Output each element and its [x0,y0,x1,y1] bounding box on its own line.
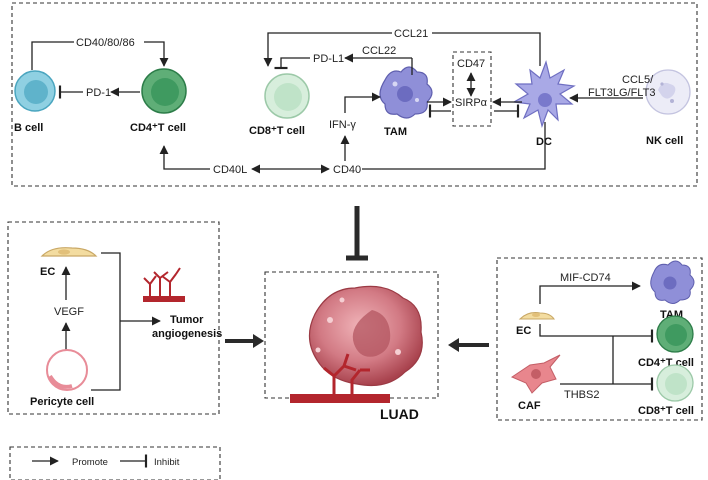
ifng-tam-arrow [344,92,381,113]
left-luad-promote-head [253,334,264,348]
pericyte-icon [46,349,88,391]
tumor-icon [290,285,423,403]
ccl22-label: CCL22 [362,45,396,57]
cd40l-label: CD40L [213,164,247,176]
ifng-label: IFN-γ [329,119,356,131]
cd40-80-86-text: CD40/80/86 [76,37,135,49]
pd1-label: PD-1 [86,87,111,99]
cd8-t-cell-icon [264,73,310,119]
angiogenesis-icon [143,267,185,302]
cd4-t-cell-icon [141,68,187,114]
ec-cd4-inhibit [539,324,654,343]
tumor-label: Tumor [170,314,204,326]
caf-label: CAF [518,400,541,412]
thbs2-label: THBS2 [564,389,599,401]
luad-label: LUAD [380,406,419,422]
pdl1-label: PD-L1 [313,53,344,65]
dc-icon [512,59,576,129]
right-cd8-icon [656,364,694,402]
right-ec-label: EC [516,325,531,337]
cd40-label: CD40 [333,164,361,176]
ccl21-bg [392,26,432,39]
cd40l-cd4-arrow [159,145,210,170]
cd4-t-cell-label: CD4⁺T cell [130,122,186,134]
mif-cd74-arrow [539,281,641,304]
right-luad-promote-head [448,338,459,352]
ccl5-label-2: FLT3LG/FLT3 [588,87,655,99]
nk-cell-icon [645,69,691,115]
dc-label: DC [536,136,552,148]
ccl21-label: CCL21 [394,28,428,40]
legend-promote-label: Promote [72,457,108,468]
vegf-label: VEGF [54,306,84,318]
ccl5-label-1: CCL5/ [622,74,654,86]
cd8-t-cell-label: CD8⁺T cell [249,125,305,137]
tam-icon [379,66,433,119]
pericyte-label: Pericyte cell [30,396,94,408]
caf-icon [510,354,561,394]
legend-inhibit-label: Inhibit [154,457,180,468]
ec-icon [40,247,98,257]
angiogenesis-label: angiogenesis [152,328,222,340]
cd40-dc-line [362,122,546,170]
nk-cell-label: NK cell [646,135,683,147]
b-cell-icon [14,70,56,112]
b-cell-label: B cell [14,122,43,134]
right-ec-icon [518,312,556,320]
legend-frame [9,446,221,480]
right-panel-frame [496,257,703,421]
right-cd8-label: CD8⁺T cell [638,405,694,417]
mif-cd74-label: MIF-CD74 [560,272,611,284]
sirpa-label: SIRPα [455,97,488,109]
cd47-label: CD47 [457,58,485,70]
ec-bracket [91,252,121,391]
left-panel-frame [7,221,220,415]
pdl1-inhibit [274,57,310,70]
tam-label: TAM [384,126,407,138]
right-cd4-icon [656,315,694,353]
right-tam-icon [650,260,695,304]
ec-label: EC [40,266,55,278]
cd40-label-bg [74,35,144,48]
